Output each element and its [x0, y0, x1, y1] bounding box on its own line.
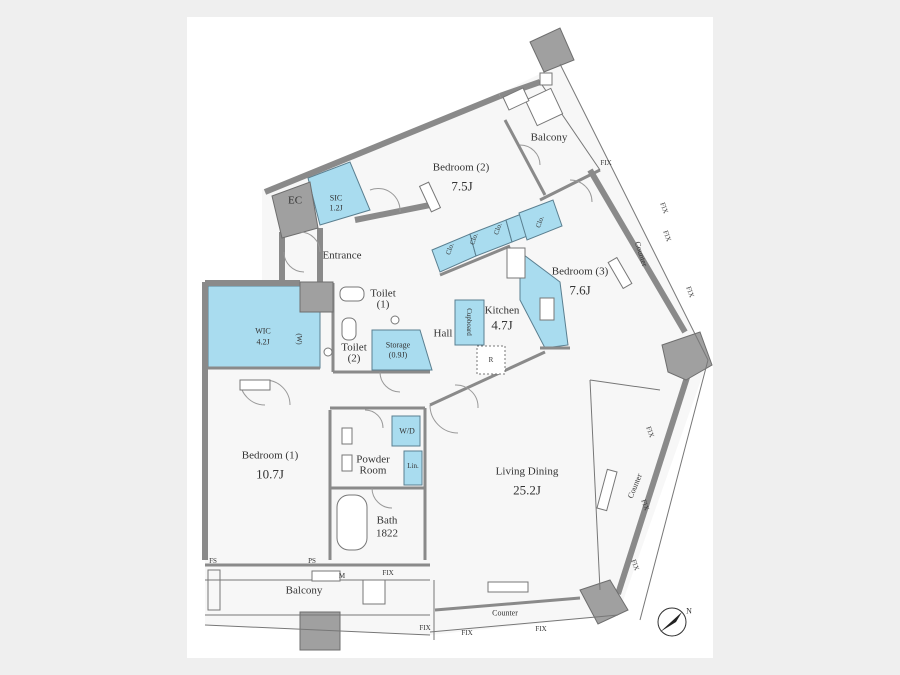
storage-area: (0.9J) — [388, 350, 408, 360]
balcony-top-unit — [524, 87, 564, 127]
counter-label-bottom: Counter — [492, 608, 518, 618]
bath-tub-top — [502, 87, 530, 111]
bedroom2-area: 7.5J — [451, 178, 473, 194]
fridge-box — [476, 345, 506, 375]
cupboard-fill — [454, 299, 485, 346]
ec-label: EC — [287, 194, 303, 207]
wd-label: W/D — [399, 426, 415, 436]
basin-icon — [390, 315, 400, 325]
kitchen-area: 4.7J — [491, 317, 513, 333]
closet-4 — [518, 199, 563, 241]
balcony-unit — [362, 579, 386, 605]
walls — [202, 79, 693, 612]
fix-label-1: FIX — [600, 158, 612, 167]
living-label: Living Dining — [495, 465, 559, 478]
sic-storage — [307, 161, 371, 226]
fix-label-10: FIX — [535, 624, 547, 633]
compass-icon — [657, 607, 687, 637]
wic-area: 4.2J — [256, 337, 270, 347]
hall-label: Hall — [433, 327, 453, 340]
m-label: M — [338, 571, 346, 580]
storage-fills — [207, 161, 569, 486]
powder-label-1: Powder — [356, 453, 390, 466]
lin-fill — [403, 450, 423, 486]
bedroom1-label: Bedroom (1) — [241, 449, 299, 462]
fix-label-9: FIX — [461, 628, 473, 637]
fridge-label: R — [488, 355, 494, 364]
living-area: 25.2J — [513, 482, 541, 498]
bath-size: 1822 — [376, 527, 398, 540]
balcony-bottom-label: Balcony — [285, 584, 323, 597]
bed2-pillow — [418, 181, 442, 213]
basin2-icon — [323, 347, 333, 357]
cupboard-label: Cupboard — [465, 308, 474, 336]
balcony-unit2 — [311, 570, 341, 582]
bed3-pillow — [607, 256, 633, 290]
stove-icon — [506, 247, 526, 279]
toilet1-num: (1) — [376, 298, 390, 311]
bedroom2-name: Bedroom (2) — [432, 161, 490, 174]
lin-label: Lin. — [407, 461, 419, 470]
ac-box — [539, 72, 553, 86]
storage-room — [371, 329, 433, 371]
wic-label: WIC — [255, 326, 271, 336]
vanity2-icon — [341, 454, 353, 472]
sic-label: SIC — [329, 193, 343, 203]
bath-label: Bath — [376, 514, 398, 527]
fix-label-8: FIX — [382, 568, 394, 577]
toilet2-label: Toilet — [341, 341, 367, 354]
bed1-pillow — [239, 379, 271, 391]
balcony-top-label: Balcony — [530, 131, 568, 144]
ps-label: PS — [308, 556, 316, 565]
kitchen-label: Kitchen — [484, 304, 520, 317]
bedroom2-label: Bedroom (2) — [433, 162, 490, 175]
sic-area: 1.2J — [329, 203, 343, 213]
bedroom3-label: Bedroom (3) — [551, 265, 609, 278]
fs-label: FS — [209, 556, 217, 565]
bedroom1-area: 10.7J — [256, 466, 284, 482]
living-rect — [596, 468, 618, 512]
wic-w-label: (W) — [295, 333, 304, 345]
toilet1-label: Toilet — [370, 287, 396, 300]
north-label: N — [686, 606, 692, 616]
sink-icon — [539, 297, 555, 321]
toilet2-bowl-icon — [341, 317, 357, 341]
bathtub-icon — [336, 494, 368, 551]
vanity-icon — [341, 427, 353, 445]
entrance-label: Entrance — [322, 249, 362, 262]
living-rect2 — [487, 581, 529, 593]
toilet1-bowl-icon — [339, 286, 365, 302]
wd-fill — [391, 415, 421, 447]
fixtures — [239, 72, 633, 605]
toilet2-num: (2) — [347, 352, 361, 365]
storage-label: Storage — [385, 340, 411, 350]
powder-label-2: Room — [359, 464, 387, 477]
columns — [271, 27, 713, 651]
bedroom3-area: 7.6J — [569, 282, 591, 298]
fix-label-11: FIX — [419, 623, 431, 632]
